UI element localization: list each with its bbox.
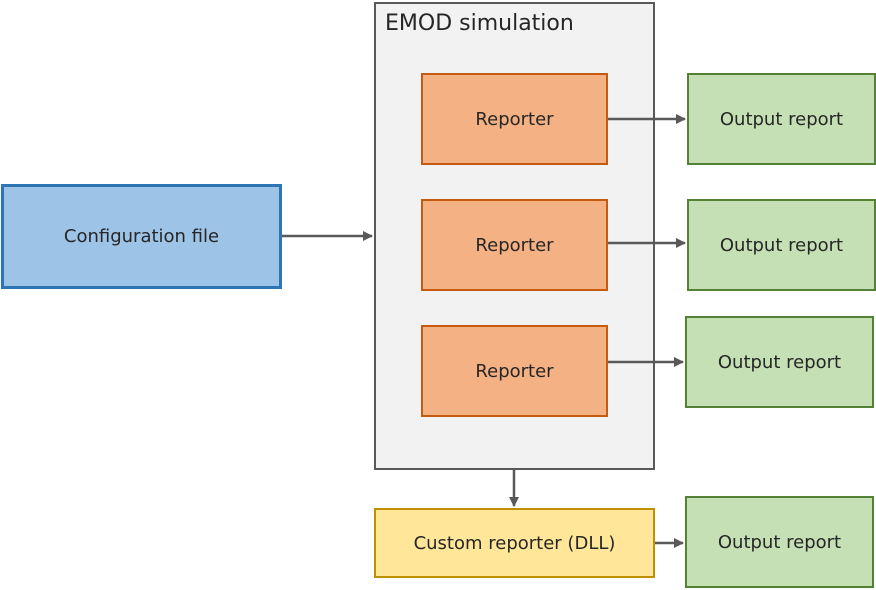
output-report-node-4: Output report [685, 496, 874, 588]
reporter-node-1: Reporter [421, 73, 608, 165]
output-report-node-1: Output report [687, 73, 876, 165]
reporter-node-3: Reporter [421, 325, 608, 417]
output-report-node-2: Output report [687, 199, 876, 291]
container-title: EMOD simulation [385, 11, 574, 36]
custom-reporter-node: Custom reporter (DLL) [374, 508, 655, 578]
reporter-node-2: Reporter [421, 199, 608, 291]
configuration-file-node: Configuration file [1, 184, 282, 289]
output-report-node-3: Output report [685, 316, 874, 408]
